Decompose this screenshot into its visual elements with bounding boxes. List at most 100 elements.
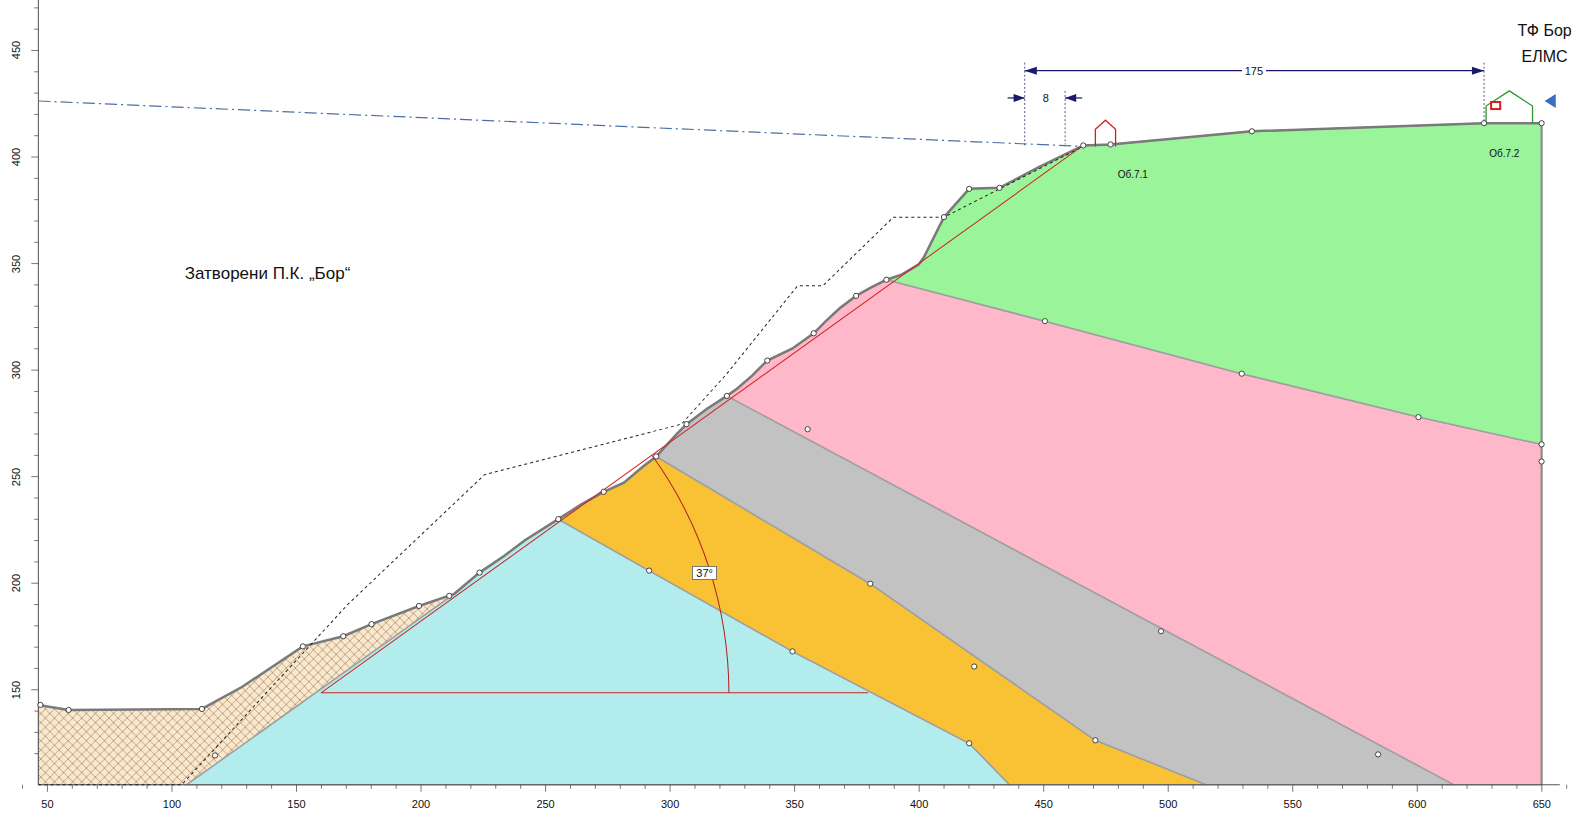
y-tick <box>34 199 38 200</box>
y-tick <box>34 242 38 243</box>
vertex-point <box>1093 738 1098 743</box>
dimension-arrow <box>1065 94 1076 102</box>
x-tick <box>719 785 720 789</box>
vertex-point <box>447 593 452 598</box>
x-tick <box>346 785 347 789</box>
y-tick <box>34 497 38 498</box>
y-tick <box>34 348 38 349</box>
y-tick <box>34 711 38 712</box>
x-axis-label: 250 <box>536 798 554 810</box>
y-tick <box>34 455 38 456</box>
x-axis-label: 300 <box>661 798 679 810</box>
ground-surface <box>38 123 1541 710</box>
angle-arc <box>652 455 729 692</box>
x-tick <box>869 785 870 789</box>
angle-value: 37° <box>692 566 717 580</box>
vertex-point <box>997 185 1002 190</box>
slope-line <box>321 145 1083 692</box>
vertex-point <box>654 454 659 459</box>
vertex-point <box>1239 371 1244 376</box>
vertex-point <box>967 741 972 746</box>
x-tick <box>1043 785 1044 792</box>
y-tick <box>34 391 38 392</box>
y-tick <box>34 753 38 754</box>
area-name: Затворени П.К. „Бор“ <box>185 265 351 284</box>
y-tick <box>34 220 38 221</box>
base-line <box>321 692 868 693</box>
vertex-point <box>1481 121 1486 126</box>
vertex-point <box>369 622 374 627</box>
y-tick <box>31 689 38 690</box>
building-7-2 <box>1486 91 1532 123</box>
vertex-point <box>853 293 858 298</box>
y-axis-label: 200 <box>10 574 22 592</box>
x-axis-label: 400 <box>910 798 928 810</box>
y-tick <box>34 604 38 605</box>
x-tick <box>794 785 795 792</box>
y-axis-label: 250 <box>10 467 22 485</box>
vertex-point <box>941 215 946 220</box>
x-tick <box>1242 785 1243 789</box>
building-label: Об.7.2 <box>1489 148 1519 159</box>
vertex-point <box>212 753 217 758</box>
x-tick <box>1367 785 1368 789</box>
y-tick <box>34 434 38 435</box>
x-tick <box>1267 785 1268 789</box>
x-tick <box>769 785 770 789</box>
x-tick <box>1442 785 1443 789</box>
dimension-extension <box>1065 91 1066 145</box>
dimension-arrow <box>1472 67 1484 75</box>
dimension-extension <box>1484 63 1485 124</box>
building-label: Об.7.1 <box>1118 169 1148 180</box>
x-tick <box>1467 785 1468 789</box>
x-tick <box>1143 785 1144 789</box>
building-7-1 <box>1095 120 1115 146</box>
x-tick <box>1218 785 1219 789</box>
x-tick <box>1342 785 1343 789</box>
y-tick <box>34 625 38 626</box>
x-axis-label: 350 <box>785 798 803 810</box>
y-tick <box>34 647 38 648</box>
axis-ticks <box>0 0 1567 792</box>
x-tick <box>1392 785 1393 789</box>
x-tick <box>421 785 422 792</box>
vertex-point <box>341 634 346 639</box>
x-tick <box>47 785 48 792</box>
x-tick <box>1491 785 1492 789</box>
x-tick <box>1068 785 1069 789</box>
x-tick <box>1118 785 1119 789</box>
y-tick <box>31 476 38 477</box>
y-axis-label: 400 <box>10 148 22 166</box>
dimension-value: 175 <box>1242 65 1266 77</box>
y-tick <box>31 157 38 158</box>
y-tick <box>34 114 38 115</box>
y-axis-label: 450 <box>10 41 22 59</box>
vertex-point <box>38 702 43 707</box>
vertex-point <box>1539 459 1544 464</box>
y-tick <box>31 263 38 264</box>
vertex-point <box>416 603 421 608</box>
dimension-extension <box>1024 63 1025 146</box>
x-tick <box>72 785 73 789</box>
y-axis-label: 150 <box>10 681 22 699</box>
vertex-point <box>66 707 71 712</box>
x-tick <box>1541 785 1542 792</box>
vertex-point <box>1158 629 1163 634</box>
vertex-point <box>1416 414 1421 419</box>
x-tick <box>371 785 372 789</box>
x-axis-label: 200 <box>412 798 430 810</box>
x-tick <box>296 785 297 792</box>
x-axis <box>38 784 1559 785</box>
x-tick <box>97 785 98 789</box>
y-tick <box>34 412 38 413</box>
x-tick <box>595 785 596 789</box>
x-tick <box>1168 785 1169 792</box>
site-name: ЕЛМС <box>1522 48 1568 66</box>
site-name: ТФ Бор <box>1518 22 1572 40</box>
x-tick <box>1292 785 1293 792</box>
vertex-point <box>1375 752 1380 757</box>
vertex-point <box>601 489 606 494</box>
x-tick <box>1417 785 1418 792</box>
x-axis-label: 600 <box>1408 798 1426 810</box>
y-tick <box>34 93 38 94</box>
